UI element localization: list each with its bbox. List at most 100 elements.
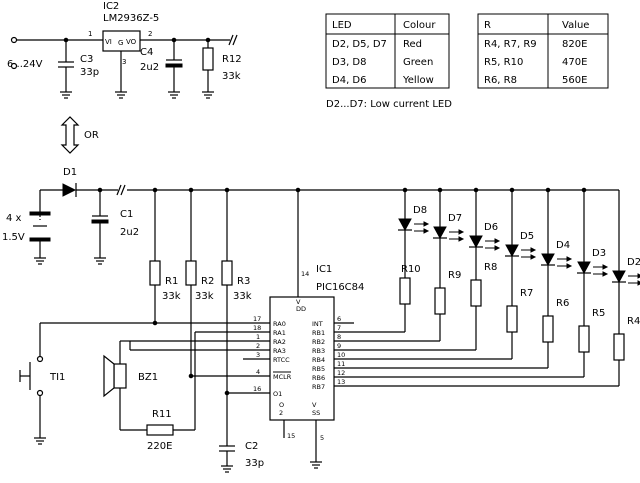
res-table-r0c1: 820E (562, 39, 587, 50)
vss-ss: SS (312, 409, 320, 417)
pin-num-rb6: 12 (337, 369, 345, 377)
regulator-section: IC2 LM2936Z-5 VI G VO 1 2 3 6...24V C3 3… (7, 1, 242, 99)
led-table-h0: LED (332, 20, 352, 31)
pin-name-mclr: MCLR (273, 373, 292, 381)
pin-num-o1: 16 (253, 385, 261, 393)
pin-num-rtcc: 3 (256, 351, 260, 359)
pin-num-rb3: 9 (337, 342, 341, 350)
c2-val: 33p (245, 458, 264, 469)
led-icon (398, 218, 412, 232)
led-resistor (613, 333, 625, 361)
pin-num-rb5: 11 (337, 360, 345, 368)
d1-ref: D1 (63, 167, 77, 178)
pin-name-rb7: RB7 (312, 383, 325, 391)
pin-num-rb7: 13 (337, 378, 345, 386)
o2-2: 2 (279, 409, 283, 417)
pin-name-rb4: RB4 (312, 356, 325, 364)
pin-num-ra0: 17 (253, 315, 261, 323)
pin-num-ra2: 1 (256, 333, 260, 341)
res-table-h1: Value (562, 20, 589, 31)
pin-name-ra3: RA3 (273, 347, 286, 355)
ic1-right-pins: INT RB1 RB2 RB3 RB4 RB5 RB6 RB7 6 7 8 9 … (312, 315, 619, 391)
r3-ref: R3 (237, 276, 250, 287)
led-icon (541, 253, 555, 267)
pin-name-rb1: RB1 (312, 329, 325, 337)
c3-ref: C3 (80, 54, 93, 65)
capacitor-c2: C2 33p (219, 393, 264, 473)
led-table-r1c1: Green (403, 57, 433, 68)
led-table-r0c0: D2, D5, D7 (332, 39, 387, 50)
res-table-r1c1: 470E (562, 57, 587, 68)
r11-val: 220E (147, 441, 172, 452)
led-resistor (542, 315, 554, 343)
led-icon (505, 244, 519, 258)
pin-name-rb6: RB6 (312, 374, 325, 382)
led-resistor-label: R8 (484, 262, 497, 273)
pin-name-ra1: RA1 (273, 329, 286, 337)
r1-ref: R1 (165, 276, 178, 287)
switch-ti1: TI1 (19, 322, 155, 445)
led-resistor-label: R10 (401, 264, 421, 275)
c1-val: 2u2 (120, 227, 139, 238)
ic1-left-pins: 17 18 1 2 3 4 16 RA0 RA1 RA2 RA3 RTCC MC… (130, 315, 292, 398)
pin-num-ra1: 18 (253, 324, 261, 332)
switch-label: TI1 (49, 372, 65, 383)
vdd-pin-num: 14 (301, 270, 309, 278)
led-resistor-label: R9 (448, 270, 461, 281)
led-table-r1c0: D3, D8 (332, 57, 366, 68)
led-label: D3 (592, 248, 606, 259)
r12-val: 33k (222, 71, 241, 82)
led-icon (469, 235, 483, 249)
led-table-h1: Colour (403, 20, 436, 31)
led-resistor-label: R4 (627, 316, 640, 327)
resistor-r11 (146, 424, 174, 436)
ic1-body (269, 296, 335, 421)
o2-pin-num: 15 (287, 432, 295, 440)
ic1-ref: IC1 (316, 264, 332, 275)
led-icon (577, 261, 591, 275)
reg-pin-vo: VO (126, 38, 137, 46)
reg-pin1: 1 (88, 30, 92, 38)
pin-name-o1: O1 (273, 390, 282, 398)
c1-ref: C1 (120, 209, 133, 220)
pin-name-rb5: RB5 (312, 365, 325, 373)
reg-pin-g: G (118, 39, 123, 47)
r12-ref: R12 (222, 54, 242, 65)
led-label: D2 (627, 257, 640, 268)
led-table-r2c0: D4, D6 (332, 75, 366, 86)
battery-section: 4 x 1.5V D1 (2, 167, 77, 265)
res-table-r2c0: R6, R8 (484, 75, 517, 86)
led-icon (612, 270, 626, 284)
ic2-ref: IC2 (103, 1, 119, 12)
pin-name-ra0: RA0 (273, 320, 286, 328)
or-arrow: OR (60, 116, 99, 154)
reg-pin3: 3 (122, 58, 126, 66)
pin-name-rb3: RB3 (312, 347, 325, 355)
vss-pin-num: 5 (320, 434, 324, 442)
led-label: D5 (520, 231, 534, 242)
led-note: D2...D7: Low current LED (326, 99, 452, 110)
res-table-h0: R (484, 20, 491, 31)
pin-name-int: INT (312, 320, 323, 328)
res-table-r1c0: R5, R10 (484, 57, 523, 68)
pin-num-rb4: 10 (337, 351, 345, 359)
reg-pin2: 2 (148, 30, 152, 38)
led-label: D7 (448, 213, 462, 224)
vss-v: V (312, 401, 317, 409)
c4-val: 2u2 (140, 62, 159, 73)
buzzer-bz1: BZ1 R11 220E (103, 332, 196, 452)
resistor-r2: R2 33k (185, 190, 214, 379)
res-table-r0c0: R4, R7, R9 (484, 39, 537, 50)
led-resistor (506, 305, 518, 333)
or-label: OR (84, 130, 99, 141)
led-resistor (470, 279, 482, 307)
battery-voltage: 1.5V (2, 232, 25, 243)
buzzer-label: BZ1 (138, 372, 158, 383)
capacitor-c1: C1 2u2 (91, 190, 139, 265)
pin-num-int: 6 (337, 315, 341, 323)
led-resistor-label: R5 (592, 308, 605, 319)
